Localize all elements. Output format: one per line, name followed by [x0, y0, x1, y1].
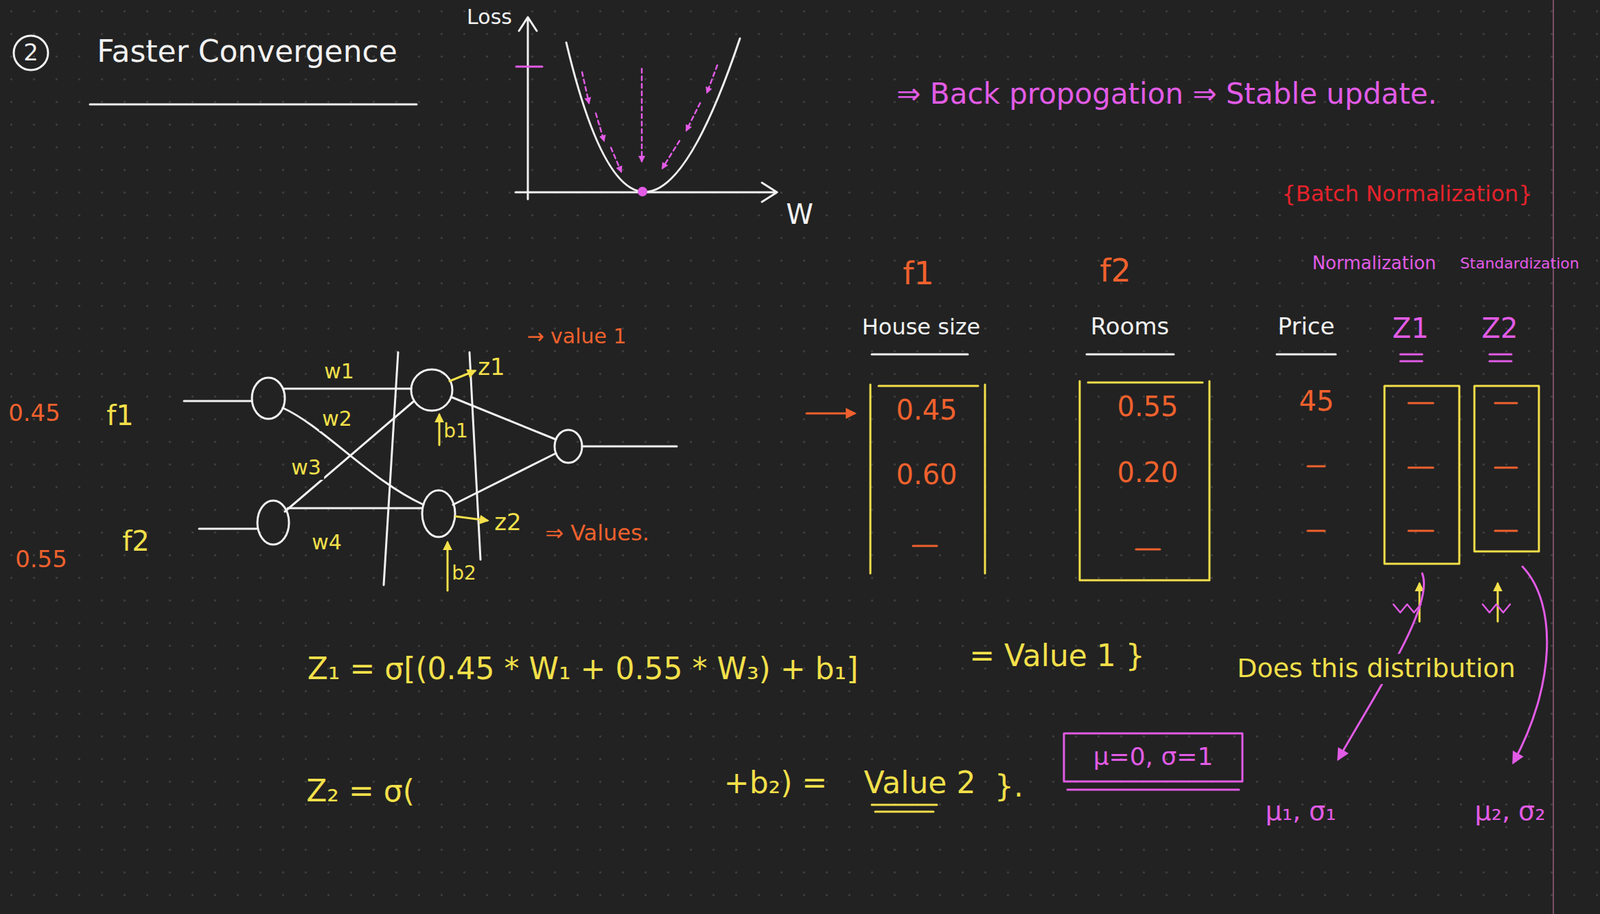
output-label: z1: [477, 353, 505, 381]
curved-arrow: [1513, 566, 1548, 762]
axis-label: W: [785, 198, 814, 230]
callout-number: 2: [23, 39, 39, 66]
output-line: [582, 445, 677, 448]
table-cell: 0.60: [895, 458, 957, 491]
neuron: [411, 369, 453, 411]
column-label: f1: [902, 255, 934, 292]
weight-label: w2: [319, 407, 355, 432]
row-arrow: [806, 412, 855, 415]
weight-line: [453, 453, 556, 505]
column-header: Z2: [1481, 312, 1519, 344]
neuron: [251, 377, 285, 419]
weight-label: w3: [288, 455, 324, 480]
arrow: [1497, 583, 1500, 622]
table-cell: 0.20: [1116, 456, 1178, 489]
note: Standardization: [1459, 254, 1579, 272]
equation: }.: [994, 768, 1024, 804]
double-underline: [871, 804, 937, 812]
scribble: [1393, 604, 1511, 613]
column-header: Z1: [1392, 312, 1430, 344]
neuron: [257, 500, 289, 545]
note: Does this distribution: [1234, 653, 1519, 684]
arrow: [449, 370, 475, 381]
equation: Z₁ = σ[(0.45 * W₁ + 0.55 * W₃) + b₁]: [307, 651, 859, 687]
network: [183, 352, 677, 585]
step-arrow: [662, 140, 680, 169]
note: {Batch Normalization}: [1281, 181, 1533, 207]
header-underline: [871, 353, 1336, 356]
layer-line: [383, 352, 399, 585]
arrow: [438, 414, 441, 445]
note: ⇒ Back propogation ⇒ Stable update.: [896, 77, 1437, 111]
step-arrow: [641, 68, 644, 162]
title-underline: [89, 103, 417, 106]
weight-line: [287, 507, 423, 510]
table-cell: 0.45: [895, 393, 957, 426]
column-label: f2: [1099, 252, 1131, 289]
input-line: [183, 400, 252, 403]
network-arrows: [439, 370, 488, 591]
heading: Faster Convergence: [96, 34, 398, 70]
page-border: [1552, 0, 1555, 914]
note: → value 1: [526, 324, 626, 349]
minimum-dot: [637, 186, 648, 197]
loss-curve: [566, 38, 740, 193]
layer-line: [469, 352, 481, 560]
input-name: f2: [122, 525, 150, 557]
axis-label: Loss: [466, 5, 513, 30]
underline: [1067, 788, 1239, 791]
input-name: f1: [106, 399, 134, 432]
bias-label: b1: [443, 420, 469, 443]
column-header: Price: [1278, 312, 1336, 340]
column-box: [1384, 385, 1460, 564]
step-arrow: [706, 65, 718, 93]
step-arrow: [686, 102, 701, 131]
equation: = Value 1 }: [969, 638, 1145, 674]
statistic: μ₁, σ₁: [1265, 796, 1337, 827]
weight-line: [283, 387, 412, 390]
equation: Z₂ = σ(: [306, 773, 415, 809]
note: μ=0, σ=1: [1093, 741, 1214, 771]
input-value: 0.45: [8, 399, 61, 427]
output-label: z2: [494, 508, 521, 536]
neuron: [422, 490, 456, 537]
neuron: [554, 429, 583, 463]
step-arrow: [582, 72, 589, 103]
table-cell: 45: [1299, 385, 1335, 417]
column-header: House size: [862, 314, 981, 340]
callout-circle: [13, 35, 49, 71]
table-cell: 0.55: [1116, 390, 1178, 423]
y-axis: [518, 17, 537, 200]
x-axis: [515, 182, 778, 202]
table-brackets: [870, 380, 1539, 622]
bias-label: b2: [451, 562, 477, 585]
equation: Value 2: [864, 765, 977, 801]
input-value: 0.55: [15, 545, 68, 573]
placeholder-dash: [912, 402, 1517, 550]
equation: +b₂) =: [724, 765, 828, 801]
header-underline: [1400, 354, 1512, 362]
highlight-box: [1063, 733, 1243, 782]
weight-label: w4: [308, 530, 345, 555]
weight-label: w1: [321, 359, 357, 384]
descent-arrows: [582, 65, 718, 172]
statistic: μ₂, σ₂: [1475, 796, 1546, 827]
arrow: [455, 516, 488, 521]
note: ⇒ Values.: [545, 520, 650, 546]
input-line: [199, 527, 258, 530]
tick: [516, 65, 543, 68]
step-arrow: [595, 113, 605, 141]
step-arrow: [610, 147, 622, 172]
column-header: Rooms: [1090, 312, 1170, 340]
arrow: [446, 542, 449, 591]
note: Normalization: [1312, 253, 1437, 274]
